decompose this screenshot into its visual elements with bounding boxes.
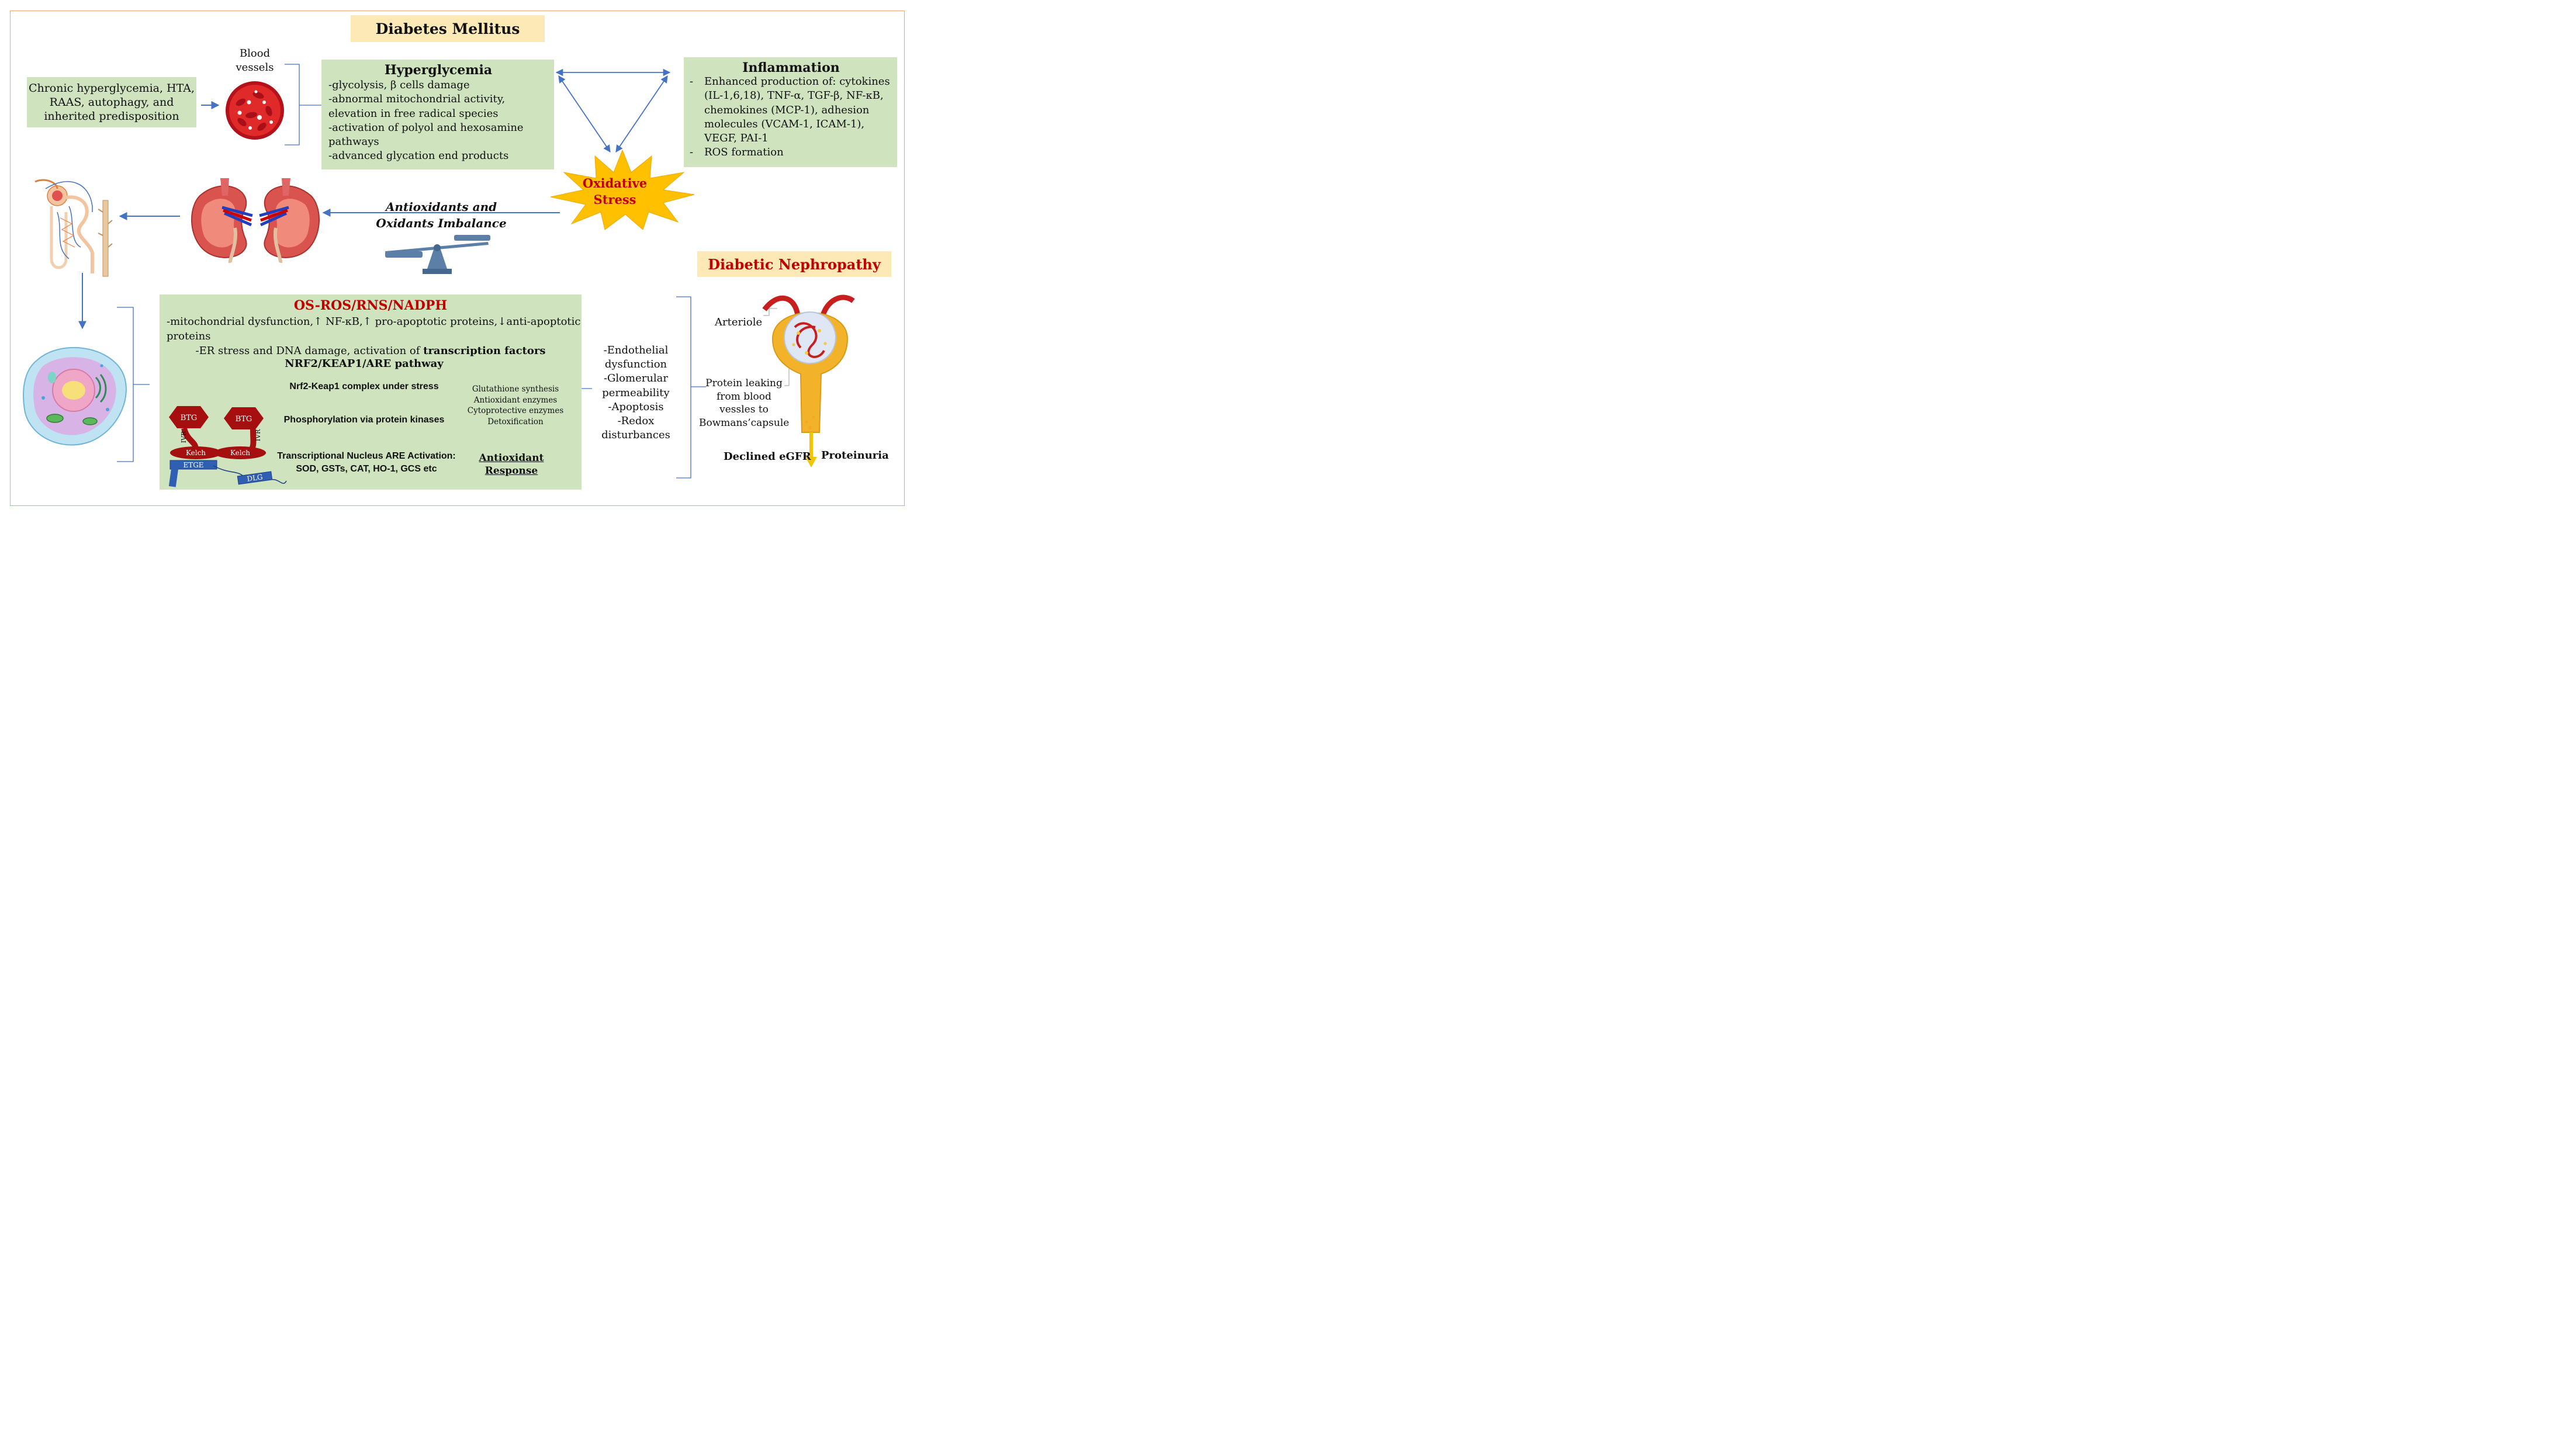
blood-vessels-label-line2: vessels	[236, 61, 274, 74]
kelch-label-right: Kelch	[230, 449, 250, 457]
hyperglycemia-item: -glycolysis, β cells damage	[328, 79, 470, 92]
blood-vessels-label: Blood vessels	[231, 47, 278, 75]
blood-vessels-label-line1: Blood	[239, 47, 271, 60]
oxidative-stress-label: Oxidative Stress	[579, 175, 651, 208]
outcome-item: -Apoptosis	[608, 400, 664, 413]
hyperglycemia-item: pathways	[328, 136, 379, 148]
enzyme-item: Cytoprotective enzymes	[467, 406, 564, 415]
bracket-outcomes	[676, 296, 706, 479]
inflammation-item: -ROS formation	[690, 146, 784, 159]
os-line-1: -mitochondrial dysfunction,↑ NF-κB,↑ pro…	[167, 315, 581, 329]
arteriole-pointer	[763, 308, 777, 316]
os-line1-b: NF-κB,	[326, 316, 363, 328]
os-line-3: -ER stress and DNA damage, activation of…	[160, 344, 582, 358]
glomerulus-illustration	[762, 294, 855, 467]
hyperglycemia-item: -activation of polyol and hexosamine	[328, 121, 524, 134]
outcomes-list: -Endothelial dysfunction -Glomerular per…	[582, 344, 690, 442]
hyperglycemia-item: elevation in free radical species	[328, 107, 499, 120]
left-kidney	[191, 178, 253, 263]
proteinuria-label: Proteinuria	[821, 449, 889, 462]
inflammation-title: Inflammation	[742, 60, 840, 75]
outcome-item: dysfunction	[604, 358, 667, 371]
right-kidney	[259, 178, 320, 263]
diabetic-nephropathy-title: Diabetic Nephropathy	[697, 251, 891, 277]
figure-frame	[10, 11, 905, 506]
outcome-item: -Redox disturbances	[601, 415, 670, 442]
pathway-step-2: Phosphorylation via protein kinases	[283, 415, 445, 425]
kelch-label-left: Kelch	[186, 449, 206, 457]
oxidative-stress-star	[550, 149, 695, 230]
pathway-step-3b: SOD, GSTs, CAT, HO-1, GCS etc	[296, 464, 437, 474]
etge-label: ETGE	[183, 461, 203, 469]
os-ros-title: OS-ROS/RNS/NADPH	[293, 298, 448, 313]
btg-label-left: BTG	[181, 414, 198, 422]
os-line1-d: anti-apoptotic	[506, 316, 581, 328]
os-line3-a: -ER stress and DNA damage, activation of	[195, 345, 424, 357]
antioxidant-response-line2: Response	[484, 465, 538, 477]
os-line1-c: pro-apoptotic proteins,	[375, 316, 498, 328]
diagram-title: Diabetes Mellitus	[351, 15, 545, 42]
imbalance-line1: Antioxidants and	[385, 200, 497, 214]
antioxidant-response: Antioxidant Response	[476, 452, 546, 477]
protein-leaking-label: Protein leaking from blood vessles to Bo…	[699, 377, 789, 429]
outcome-item: -Endothelial	[603, 344, 669, 356]
antioxidant-response-line1: Antioxidant	[479, 452, 544, 464]
protein-leaking-line: Protein leaking	[705, 377, 783, 389]
os-line-2: proteins	[167, 330, 211, 342]
pathway-step-3a: Transcriptional Nucleus ARE Activation:	[277, 451, 456, 461]
oxidative-stress-line1: Oxidative	[582, 176, 648, 190]
oxidative-stress-line2: Stress	[593, 192, 636, 207]
protein-leaking-line: Bowmans’capsule	[699, 417, 790, 429]
os-line1-a: -mitochondrial dysfunction,	[167, 316, 314, 328]
balance-scale-icon	[385, 235, 490, 274]
ivr-label-right: IVR	[254, 429, 262, 441]
declined-egfr-label: Declined eGFR	[724, 450, 811, 463]
enzyme-list: Glutathione synthesis Antioxidant enzyme…	[465, 384, 566, 427]
outcome-item: permeability	[602, 386, 670, 399]
blood-vessel-illustration	[226, 81, 284, 140]
keap1-nrf2-schematic: BTG BTG IVR IVR Kelch Kelch ETGE DLG	[168, 406, 287, 487]
imbalance-line2: Oxidants Imbalance	[376, 216, 507, 230]
enzyme-item: Antioxidant enzymes	[473, 395, 558, 405]
hyperglycemia-item: -advanced glycation end products	[328, 150, 509, 162]
triangle-arrows	[555, 68, 671, 153]
outcome-item: -Glomerular	[603, 372, 669, 385]
imbalance-label: Antioxidants and Oxidants Imbalance	[368, 199, 514, 231]
os-line3-b: transcription factors	[423, 345, 546, 357]
inflammation-box: Inflammation -Enhanced production of: cy…	[684, 57, 897, 167]
protein-leaking-line: from blood	[717, 390, 771, 403]
up-arrow-icon: ↑	[362, 316, 372, 328]
dlg-label: DLG	[247, 473, 264, 483]
ivr-label-left: IVR	[180, 431, 188, 443]
nephron-illustration	[34, 179, 113, 277]
pathway-step-1: Nrf2-Keap1 complex under stress	[289, 382, 439, 391]
bracket-cell	[117, 307, 150, 462]
hyperglycemia-item: -abnormal mitochondrial activity,	[328, 93, 506, 106]
enzyme-item: Glutathione synthesis	[472, 384, 559, 394]
btg-label-right: BTG	[236, 415, 252, 424]
pathway-step-3: Transcriptional Nucleus ARE Activation: …	[264, 450, 469, 476]
inflammation-item: -Enhanced production of: cytokines (IL-1…	[690, 75, 890, 145]
hyperglycemia-box: Hyperglycemia -glycolysis, β cells damag…	[321, 60, 554, 169]
kidneys-illustration	[191, 178, 320, 263]
bracket-vessels	[285, 64, 321, 145]
cell-illustration	[23, 347, 127, 446]
down-arrow-icon: ↓	[497, 316, 507, 328]
causes-box: Chronic hyperglycemia, HTA, RAAS, autoph…	[27, 77, 196, 127]
up-arrow-icon: ↑	[313, 316, 323, 328]
arteriole-label: Arteriole	[715, 316, 763, 328]
protein-leaking-line: vessles to	[719, 404, 769, 415]
protein-pointer	[784, 362, 790, 386]
enzyme-item: Detoxification	[487, 417, 544, 427]
hyperglycemia-title: Hyperglycemia	[384, 63, 493, 78]
nrf2-pathway-label: NRF2/KEAP1/ARE pathway	[285, 358, 444, 370]
